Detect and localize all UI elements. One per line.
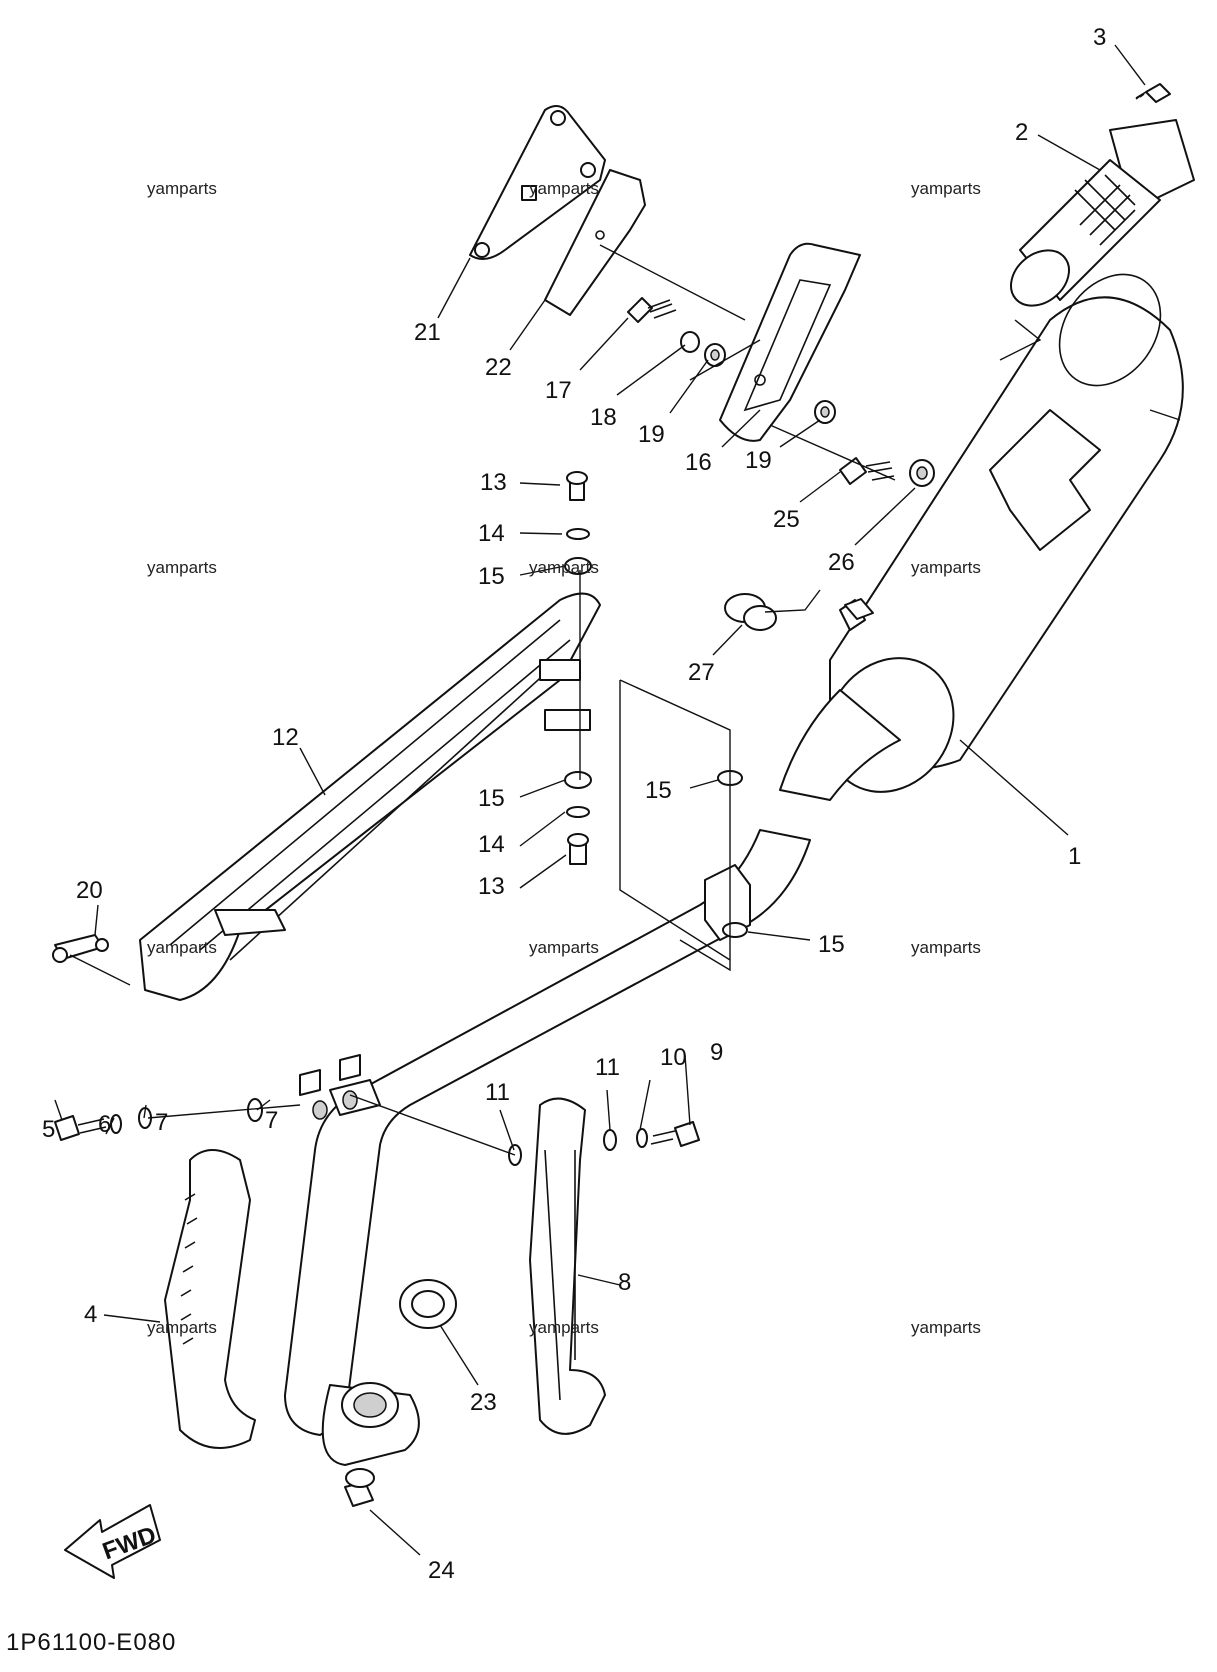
callout-26: 26 (828, 549, 855, 576)
watermark: yamparts (529, 179, 599, 198)
part-22-gasket (544, 169, 646, 316)
watermarks: yamparts yamparts yamparts yamparts yamp… (147, 179, 981, 1337)
callout-15d: 15 (818, 931, 845, 958)
callout-5: 5 (42, 1116, 55, 1143)
watermark: yamparts (911, 938, 981, 957)
callout-13b: 13 (478, 873, 505, 900)
callout-6: 6 (98, 1111, 111, 1138)
callout-22: 22 (485, 354, 512, 381)
part-12-protector (139, 592, 601, 1001)
guard-hardware (54, 1098, 700, 1166)
callout-16: 16 (685, 449, 712, 476)
callout-20: 20 (76, 877, 103, 904)
part-8-guard (529, 1097, 606, 1435)
callout-23: 23 (470, 1389, 497, 1416)
washers-18-19 (680, 331, 836, 424)
callout-4: 4 (84, 1301, 97, 1328)
callout-7b: 7 (265, 1107, 278, 1134)
callout-19b: 19 (745, 447, 772, 474)
callout-2: 2 (1015, 119, 1028, 146)
callout-15b: 15 (478, 785, 505, 812)
part-3-bolt (1135, 83, 1171, 103)
part-1-muffler (779, 273, 1184, 801)
callout-7a: 7 (155, 1109, 168, 1136)
watermark: yamparts (529, 938, 599, 957)
part-4-guard (164, 1149, 256, 1449)
callout-21: 21 (414, 319, 441, 346)
part-2-tailpipe (1010, 119, 1195, 307)
callout-15a: 15 (478, 563, 505, 590)
fwd-arrow: FWD (64, 1504, 161, 1579)
part-27-rubber (724, 593, 874, 631)
part-25-26 (839, 457, 935, 487)
watermark: yamparts (147, 1318, 217, 1337)
watermark: yamparts (147, 179, 217, 198)
reference-lines (69, 244, 1181, 1156)
watermark: yamparts (911, 558, 981, 577)
callout-18: 18 (590, 404, 617, 431)
stack-13-14-15 (564, 471, 748, 938)
part-16-bracket (719, 242, 861, 442)
callout-8: 8 (618, 1269, 631, 1296)
callout-25: 25 (773, 506, 800, 533)
callout-11a: 11 (485, 1079, 510, 1106)
callout-10: 10 (660, 1044, 687, 1071)
callout-9: 9 (710, 1039, 723, 1066)
callout-24: 24 (428, 1557, 455, 1584)
part-23-24 (344, 1279, 457, 1507)
diagram-code: 1P61100-E080 (6, 1629, 176, 1656)
leader-lines (54, 44, 1146, 1556)
callout-15c: 15 (645, 777, 672, 804)
callout-13a: 13 (480, 469, 507, 496)
part-21-cover (469, 105, 606, 260)
callout-1: 1 (1068, 843, 1081, 870)
callout-17: 17 (545, 377, 572, 404)
part-17-bolt (627, 297, 677, 323)
exhaust-pipe (284, 829, 811, 1466)
watermark: yamparts (147, 558, 217, 577)
callout-11b: 11 (595, 1054, 620, 1081)
watermark: yamparts (147, 938, 217, 957)
part-20-bolt (52, 934, 109, 963)
callout-14b: 14 (478, 831, 505, 858)
watermark: yamparts (529, 558, 599, 577)
callout-12: 12 (272, 724, 299, 751)
callout-14a: 14 (478, 520, 505, 547)
watermark: yamparts (529, 1318, 599, 1337)
callout-27: 27 (688, 659, 715, 686)
callouts: 1 2 3 4 5 6 7 7 8 9 10 11 11 12 13 13 14… (42, 24, 1106, 1584)
watermark: yamparts (911, 179, 981, 198)
watermark: yamparts (911, 1318, 981, 1337)
callout-3: 3 (1093, 24, 1106, 51)
callout-19a: 19 (638, 421, 665, 448)
